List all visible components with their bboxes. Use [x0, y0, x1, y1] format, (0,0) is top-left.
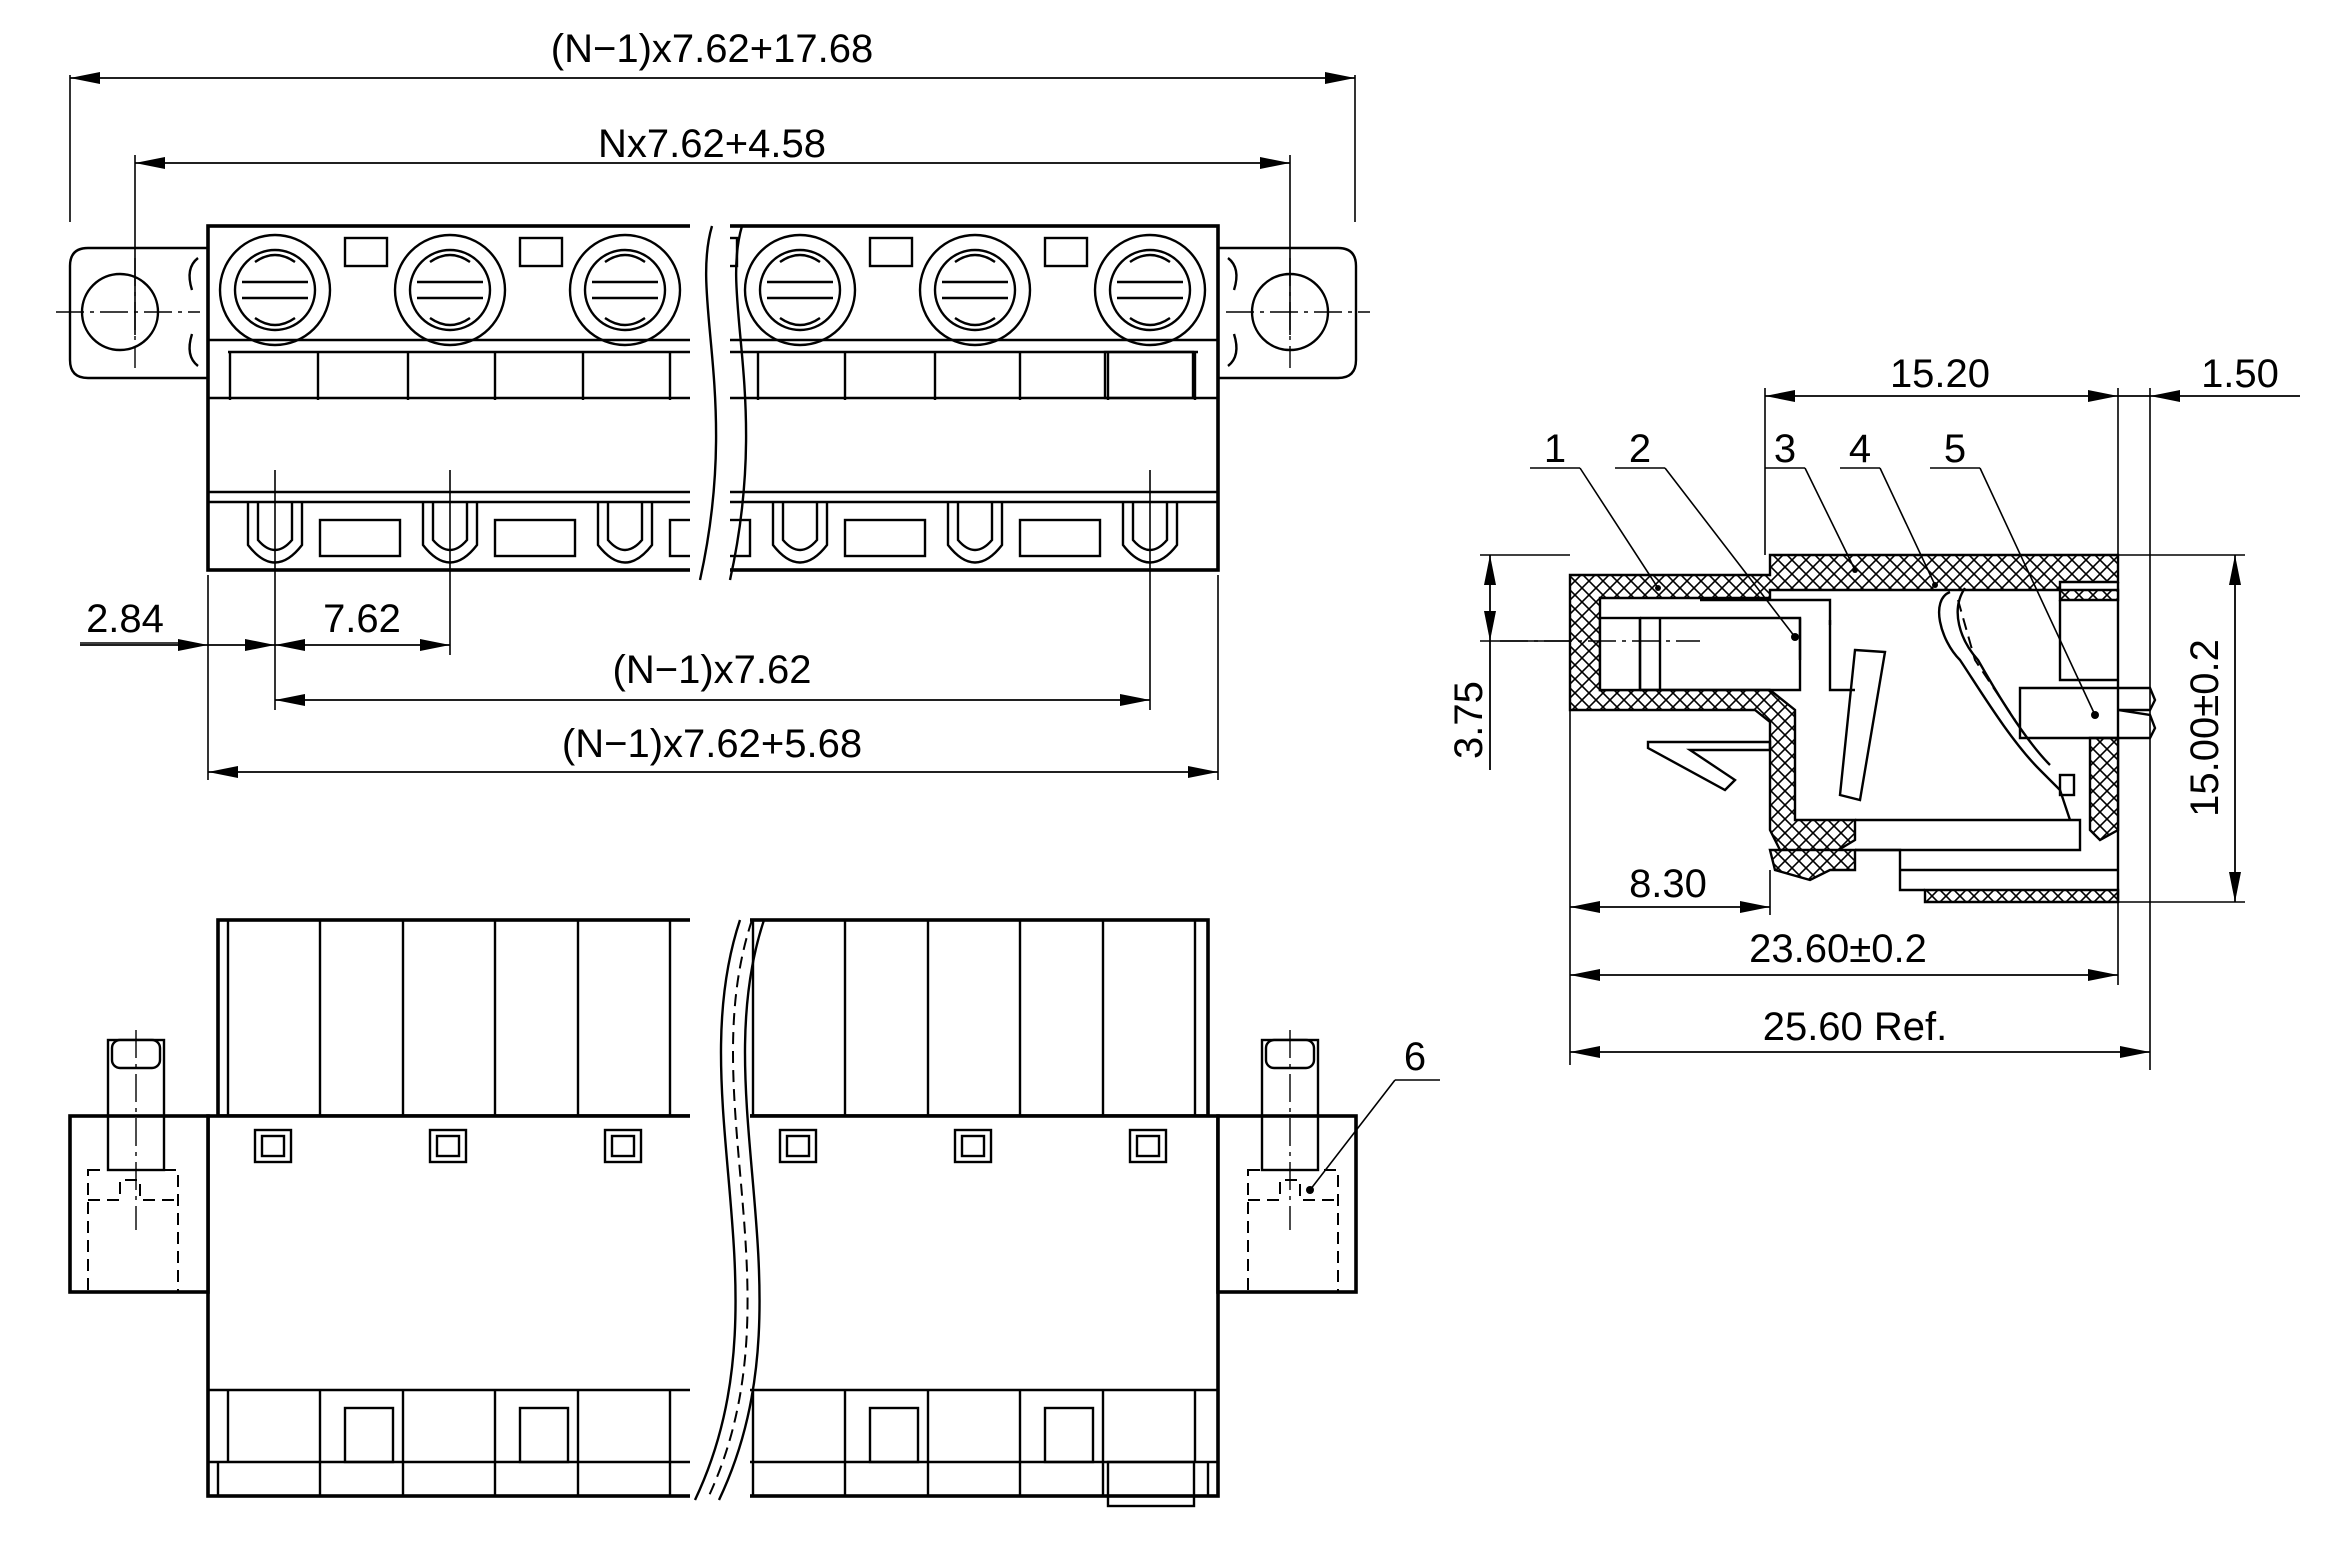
- dim-1-50-label: 1.50: [2201, 352, 2279, 396]
- screw-5: [918, 233, 1032, 347]
- screw-1: [218, 233, 332, 347]
- dimension-body: (N−1)x7.62+5.68: [208, 722, 1218, 778]
- dimension-15-00: 15.00±0.2: [2118, 554, 2245, 903]
- housing-section: [1500, 553, 2157, 904]
- dimension-inner: Nx7.62+4.58: [134, 122, 1291, 335]
- dim-8-30-label: 8.30: [1629, 862, 1707, 906]
- dimension-span: (N−1)x7.62: [275, 648, 1150, 706]
- dimension-overall: (N−1)x7.62+17.68: [69, 27, 1356, 222]
- dim-15-00-label: 15.00±0.2: [2183, 639, 2227, 817]
- callout-5-label: 5: [1944, 427, 1966, 471]
- dimension-25-60: 25.60 Ref.: [1570, 1005, 2150, 1058]
- dim-body-label: (N−1)x7.62+5.68: [562, 722, 862, 766]
- dim-pitch-label: 7.62: [323, 597, 401, 641]
- left-flange: [68, 246, 208, 380]
- latch-windows: [253, 1128, 1168, 1164]
- side-callouts: 1 2 3 4 5: [1530, 427, 2096, 716]
- dimension-23-60: 23.60±0.2: [1570, 902, 2119, 985]
- top-view: (N−1)x7.62+17.68 Nx7.62+4.58: [56, 27, 1370, 780]
- callout-6-label: 6: [1404, 1035, 1426, 1079]
- dimension-1-50: 1.50: [2118, 352, 2300, 1070]
- break-line-front: [693, 919, 742, 1501]
- dim-25-60-label: 25.60 Ref.: [1763, 1005, 1948, 1049]
- screw-2: [393, 233, 507, 347]
- front-view: 6: [68, 915, 1440, 1508]
- dimension-3-75: 3.75: [1447, 554, 1640, 770]
- dim-span-label: (N−1)x7.62: [613, 648, 812, 692]
- screw-3: [568, 233, 682, 347]
- dim-15-20-label: 15.20: [1890, 352, 1990, 396]
- callout-4-label: 4: [1849, 427, 1871, 471]
- dim-inner-label: Nx7.62+4.58: [598, 122, 826, 166]
- callout-3-label: 3: [1774, 427, 1796, 471]
- callout-6: 6: [1309, 1035, 1440, 1191]
- dimension-8-30: 8.30: [1569, 710, 1771, 1065]
- screw-4: [743, 233, 857, 347]
- side-view: 15.20 1.50 3.75 15.00±0.2: [1447, 352, 2300, 1070]
- callout-2-label: 2: [1629, 427, 1651, 471]
- left-front-flange: [68, 1030, 210, 1294]
- dimension-pitch: 7.62: [275, 597, 450, 651]
- break-line-top: [698, 225, 718, 581]
- dim-overall-label: (N−1)x7.62+17.68: [551, 27, 873, 71]
- screw-heads: [218, 233, 1207, 347]
- dim-23-60-label: 23.60±0.2: [1749, 927, 1927, 971]
- dimension-edge: 2.84: [80, 470, 1219, 780]
- screw-6: [1093, 233, 1207, 347]
- dim-3-75-label: 3.75: [1447, 681, 1491, 759]
- callout-1-label: 1: [1544, 427, 1566, 471]
- right-front-flange: [1216, 1030, 1358, 1294]
- dimension-15-20: 15.20: [1764, 352, 2119, 555]
- right-flange: [1218, 246, 1358, 380]
- dim-edge-label: 2.84: [86, 597, 164, 641]
- cell-grid: [228, 350, 1197, 400]
